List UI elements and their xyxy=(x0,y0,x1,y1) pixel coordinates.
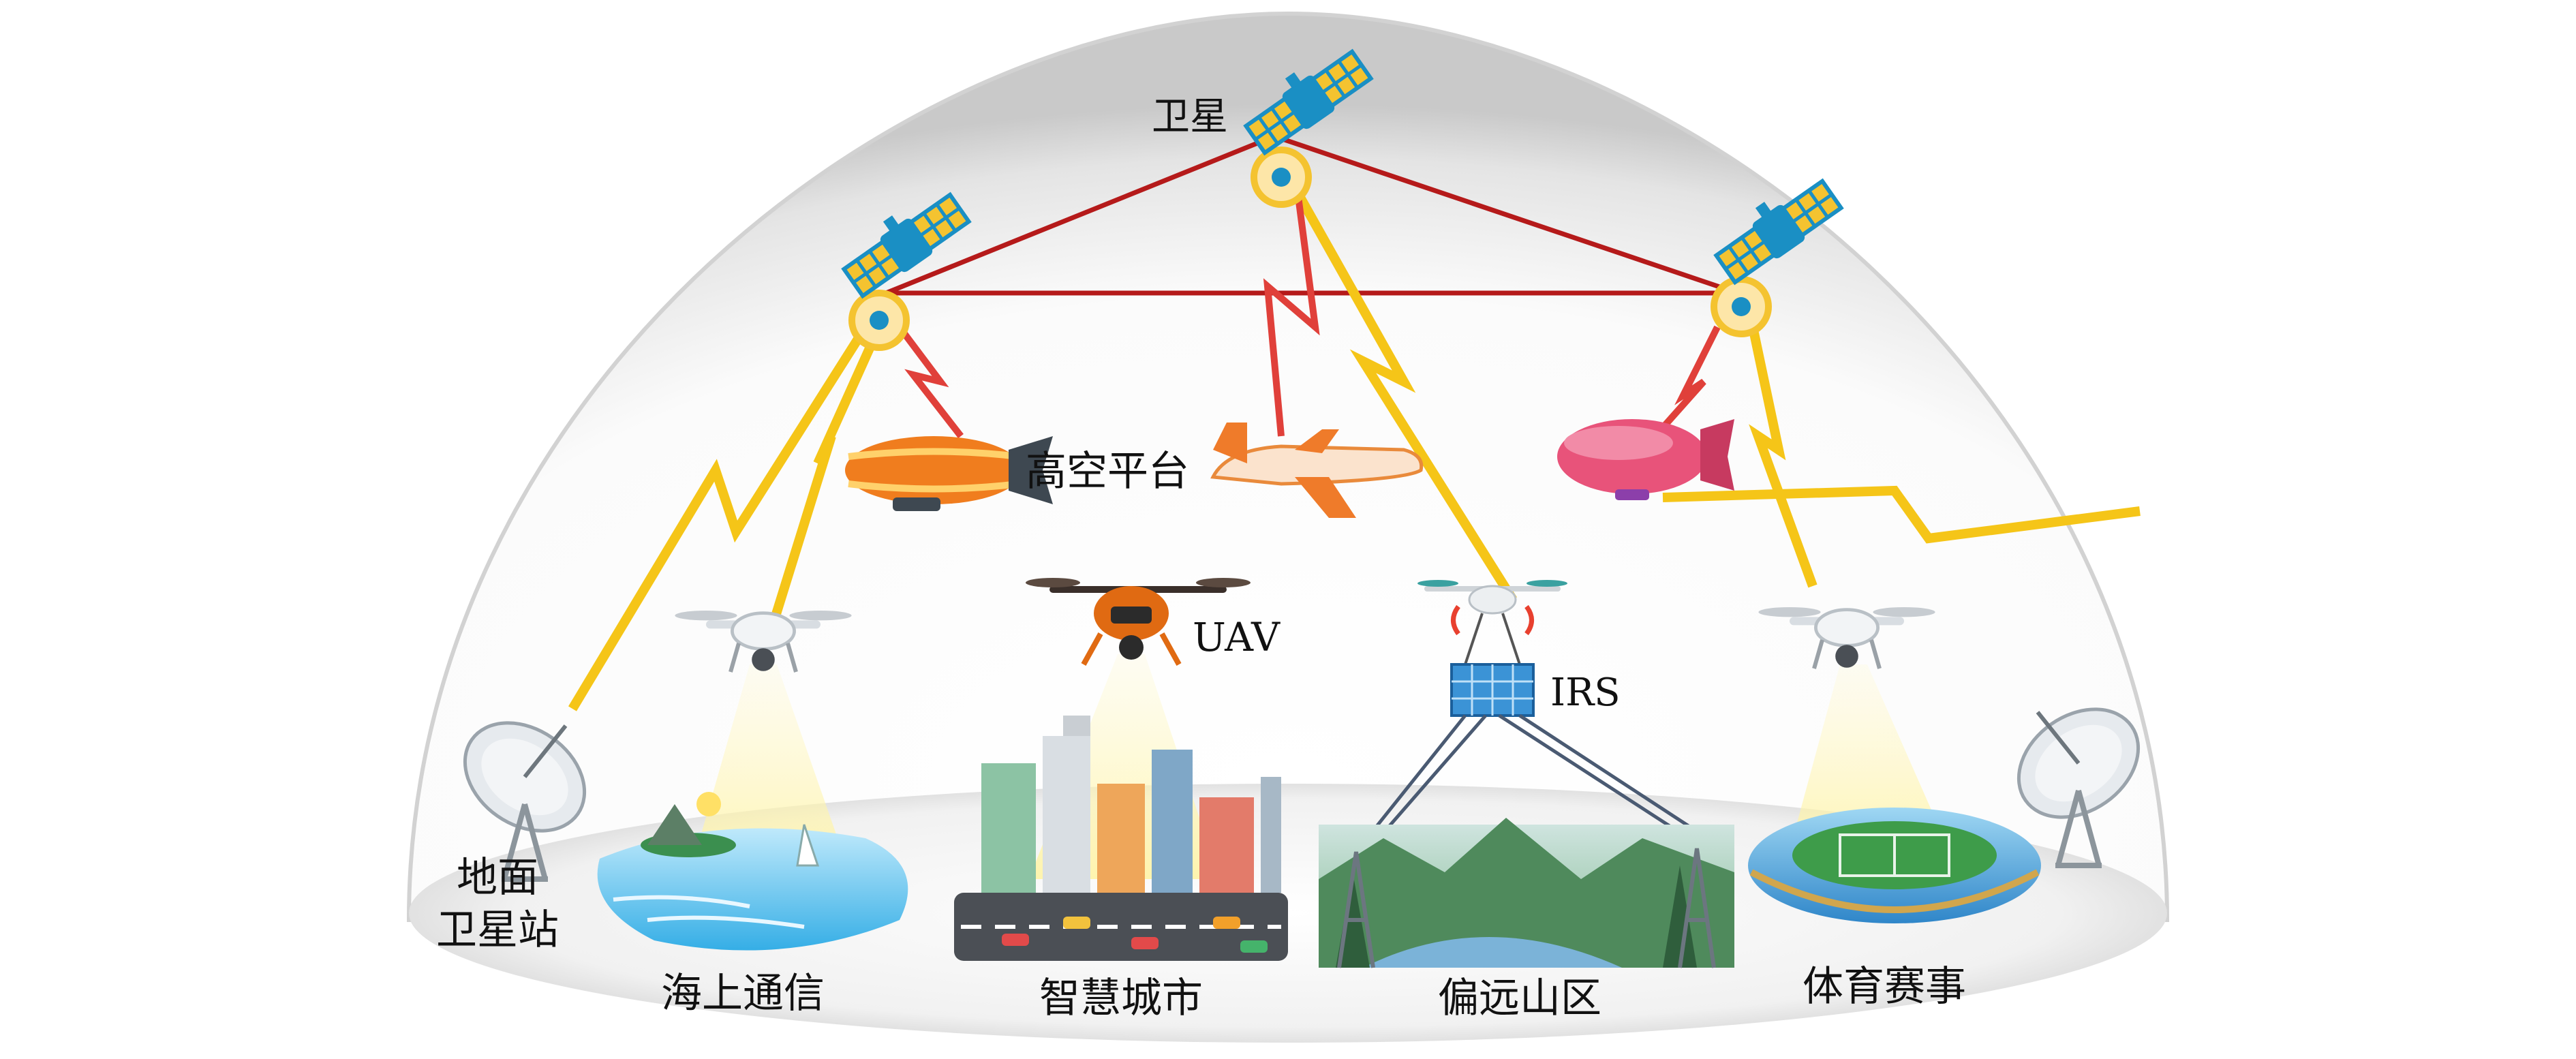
maritime-scene xyxy=(597,792,908,951)
label-maritime: 海上通信 xyxy=(661,970,825,1017)
irs-panel xyxy=(1450,663,1535,717)
label-ground-station-line2: 卫星站 xyxy=(436,906,559,954)
label-ground-station-line1: 地面 xyxy=(457,854,538,902)
label-high-altitude-platform: 高空平台 xyxy=(1026,448,1189,495)
satellite-top xyxy=(1237,38,1375,208)
uav-left xyxy=(675,611,852,879)
label-remote-mountain: 偏远山区 xyxy=(1438,974,1601,1022)
label-uav: UAV xyxy=(1193,614,1281,660)
airplane xyxy=(1210,423,1424,518)
remote-mountain-scene xyxy=(1319,818,1734,968)
label-satellite: 卫星 xyxy=(1152,95,1228,139)
satellite-left xyxy=(835,181,972,351)
red-links xyxy=(897,170,1721,446)
smart-city-scene xyxy=(954,716,1288,961)
irs-uav xyxy=(1417,580,1567,665)
label-smart-city: 智慧城市 xyxy=(1039,974,1203,1022)
stadium-scene xyxy=(1748,808,2041,923)
satellite-right xyxy=(1707,168,1845,337)
radio-links xyxy=(568,161,2141,711)
airship-pink xyxy=(1557,419,1734,500)
airship-orange xyxy=(845,436,1053,511)
label-irs: IRS xyxy=(1550,671,1621,715)
label-sports-event: 体育赛事 xyxy=(1803,963,1966,1011)
